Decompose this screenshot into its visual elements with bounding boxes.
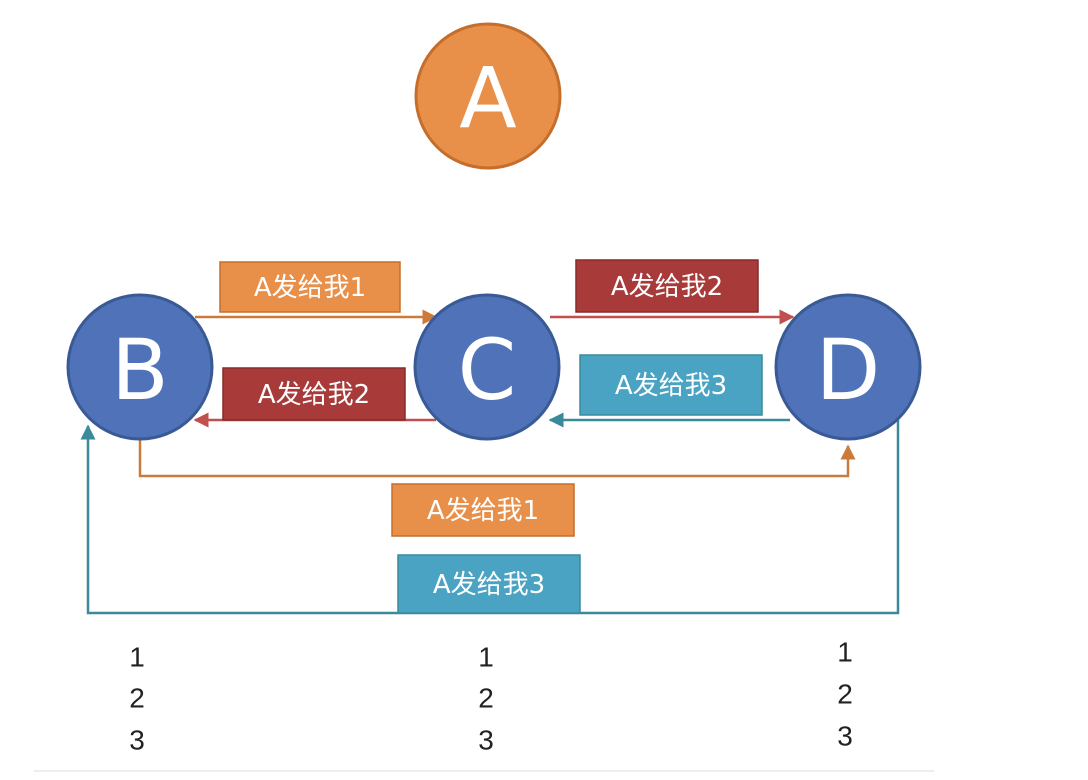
sequence-d-2: 2 [837,679,853,710]
sequence-c-1: 1 [478,642,494,673]
sequence-c-3: 3 [478,725,494,756]
node-b-label: B [111,321,169,419]
node-a: A [414,22,562,170]
sequence-c-2: 2 [478,683,494,714]
sequence-b: 1 2 3 [129,642,145,756]
sequence-b-2: 2 [129,683,145,714]
message-c-to-b-text: A发给我2 [258,380,370,410]
sequence-d-3: 3 [837,721,853,752]
message-d-to-c-text: A发给我3 [615,371,727,401]
message-b-to-c: A发给我1 [219,261,401,313]
message-b-to-d: A发给我1 [391,483,575,537]
sequence-c: 1 2 3 [478,642,494,756]
message-c-to-b: A发给我2 [222,367,406,421]
arrow-b-to-d [138,440,856,478]
node-a-label: A [459,49,516,147]
message-d-to-b-text: A发给我3 [433,570,545,600]
node-c: C [413,293,561,441]
message-c-to-d-text: A发给我2 [611,272,723,302]
message-b-to-d-text: A发给我1 [427,496,539,526]
message-d-to-c: A发给我3 [579,354,763,416]
sequence-d: 1 2 3 [837,637,853,752]
node-d: D [774,293,922,441]
message-b-to-c-text: A发给我1 [254,273,366,303]
message-c-to-d: A发给我2 [575,259,759,313]
bottom-divider [34,770,934,772]
node-b: B [66,293,214,441]
sequence-b-3: 3 [129,725,145,756]
message-d-to-b: A发给我3 [397,554,581,614]
node-d-label: D [816,321,881,419]
sequence-b-1: 1 [129,642,145,673]
sequence-d-1: 1 [837,637,853,668]
node-c-label: C [458,321,517,419]
